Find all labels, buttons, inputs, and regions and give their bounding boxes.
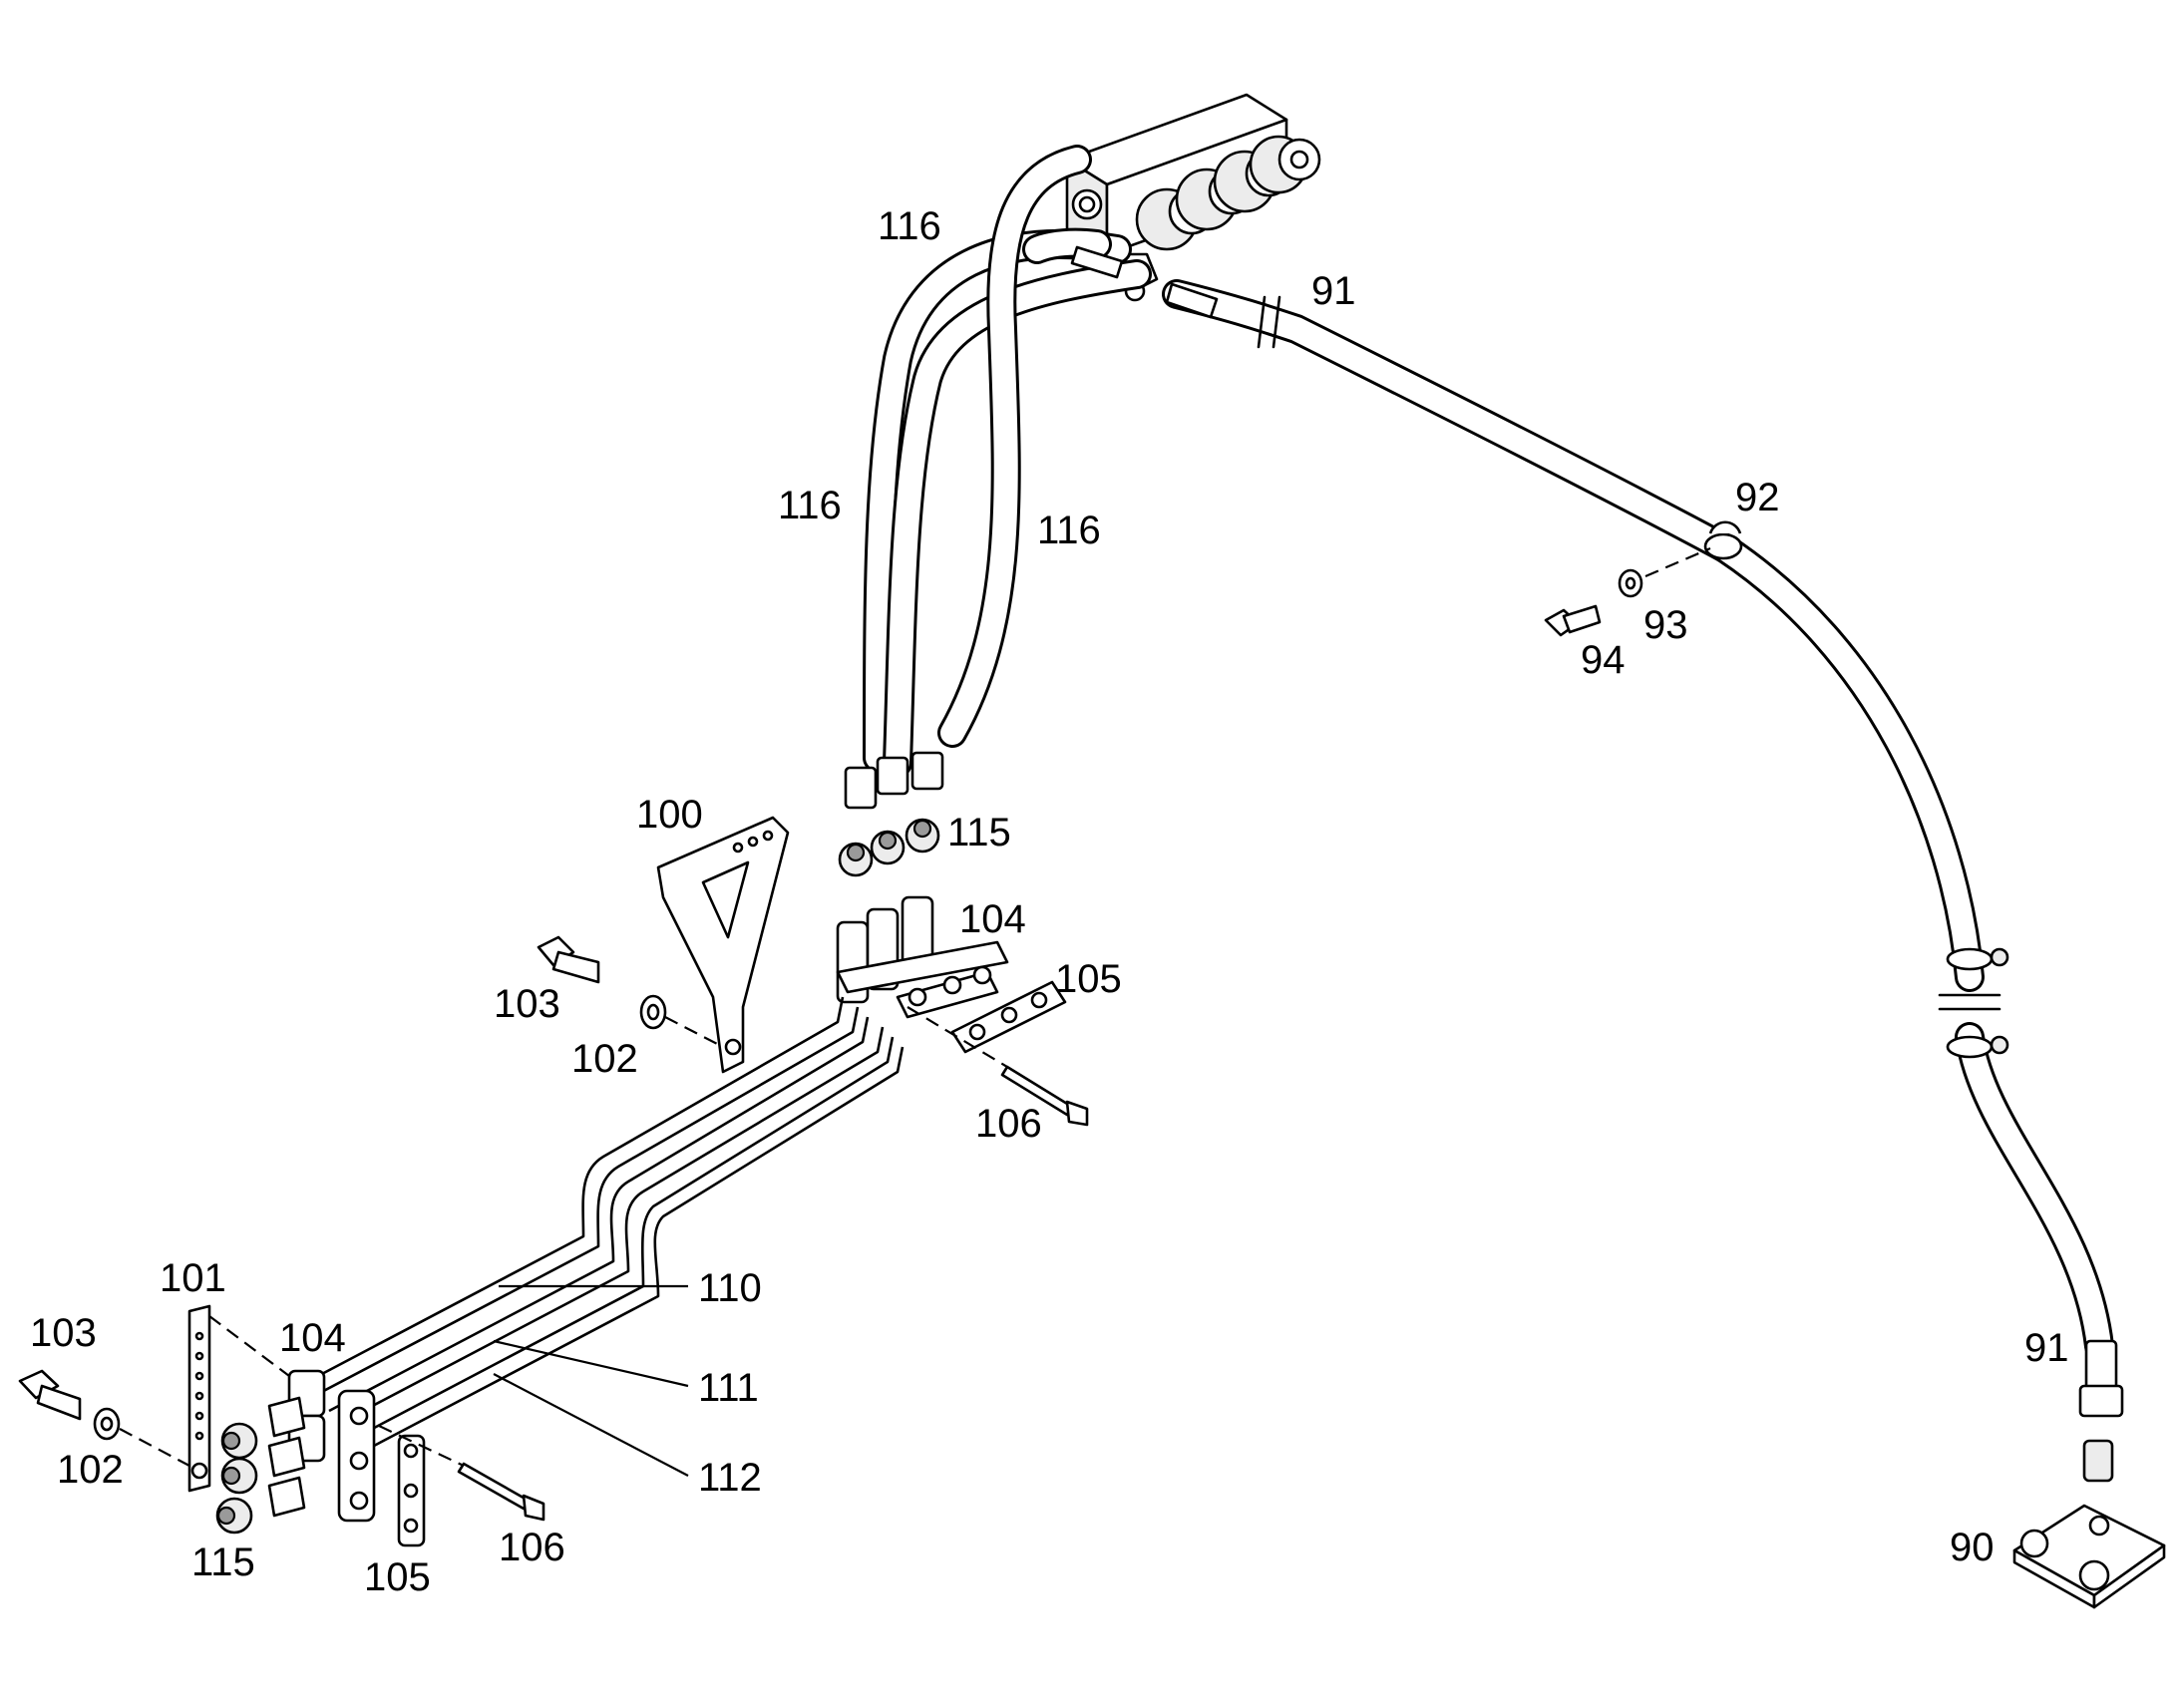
callout-115-upper: 115 [947,811,1011,854]
callout-94: 94 [1581,638,1626,682]
callout-105-lower: 105 [364,1555,431,1599]
callout-112: 112 [698,1456,762,1500]
washer-93 [1618,546,1711,598]
hose-91-end-fitting [2078,1339,2124,1418]
callout-110: 110 [698,1266,762,1310]
bolt-103-lower [18,1369,82,1421]
bracket-101 [187,1304,290,1493]
callout-90: 90 [1950,1526,1995,1569]
hose-end-fittings [844,751,944,810]
bolt-106-lower [378,1425,545,1522]
callout-102-lower: 102 [57,1448,124,1492]
bolt-103-upper [537,935,600,984]
hoses-116 [863,145,1152,778]
callout-111: 111 [698,1366,759,1410]
callout-115-lower: 115 [191,1540,255,1584]
callout-labels: 116 116 116 91 92 93 94 91 90 100 115 10… [30,204,2069,1599]
callout-93: 93 [1643,603,1688,647]
callout-106-lower: 106 [499,1526,565,1569]
bracket-100 [656,816,790,1074]
hose-clamps-mid [1946,947,2009,1059]
callout-116-right: 116 [1037,509,1101,552]
pipes-110-111-112 [298,996,905,1448]
callout-116-top: 116 [878,204,941,248]
hose-91 [1070,245,2114,1361]
adapters-115-lower [215,1396,306,1535]
callout-105-upper: 105 [1055,957,1122,1001]
callout-103-upper: 103 [494,982,560,1026]
callout-100: 100 [636,793,703,837]
clamp-plate-105-lower [397,1434,426,1547]
callout-103-lower: 103 [30,1311,97,1355]
callout-101: 101 [160,1256,226,1300]
bolt-106-upper [907,1006,1089,1127]
callout-106-upper: 106 [975,1102,1042,1146]
clamp-104-upper [836,895,1009,1019]
adapters-115-upper [838,818,940,877]
callout-116-left: 116 [778,484,842,527]
callout-92: 92 [1735,476,1780,519]
callout-91-bottom: 91 [2024,1326,2069,1370]
callout-91-top: 91 [1311,269,1356,313]
clamp-92 [1703,520,1743,560]
callout-104-lower: 104 [279,1316,346,1360]
callout-104-upper: 104 [959,897,1026,941]
washer-102-upper [639,994,724,1048]
washer-102-lower [93,1407,190,1467]
adapter-90 [2082,1439,2114,1483]
solenoid-coils [1135,135,1321,251]
clamp-plate-105-upper [950,980,1067,1054]
valve-block [1065,93,1321,302]
leader-lines [493,1284,689,1477]
mounting-plate-90 [2012,1504,2166,1609]
callout-102-upper: 102 [571,1037,638,1081]
bolt-94 [1544,604,1602,637]
